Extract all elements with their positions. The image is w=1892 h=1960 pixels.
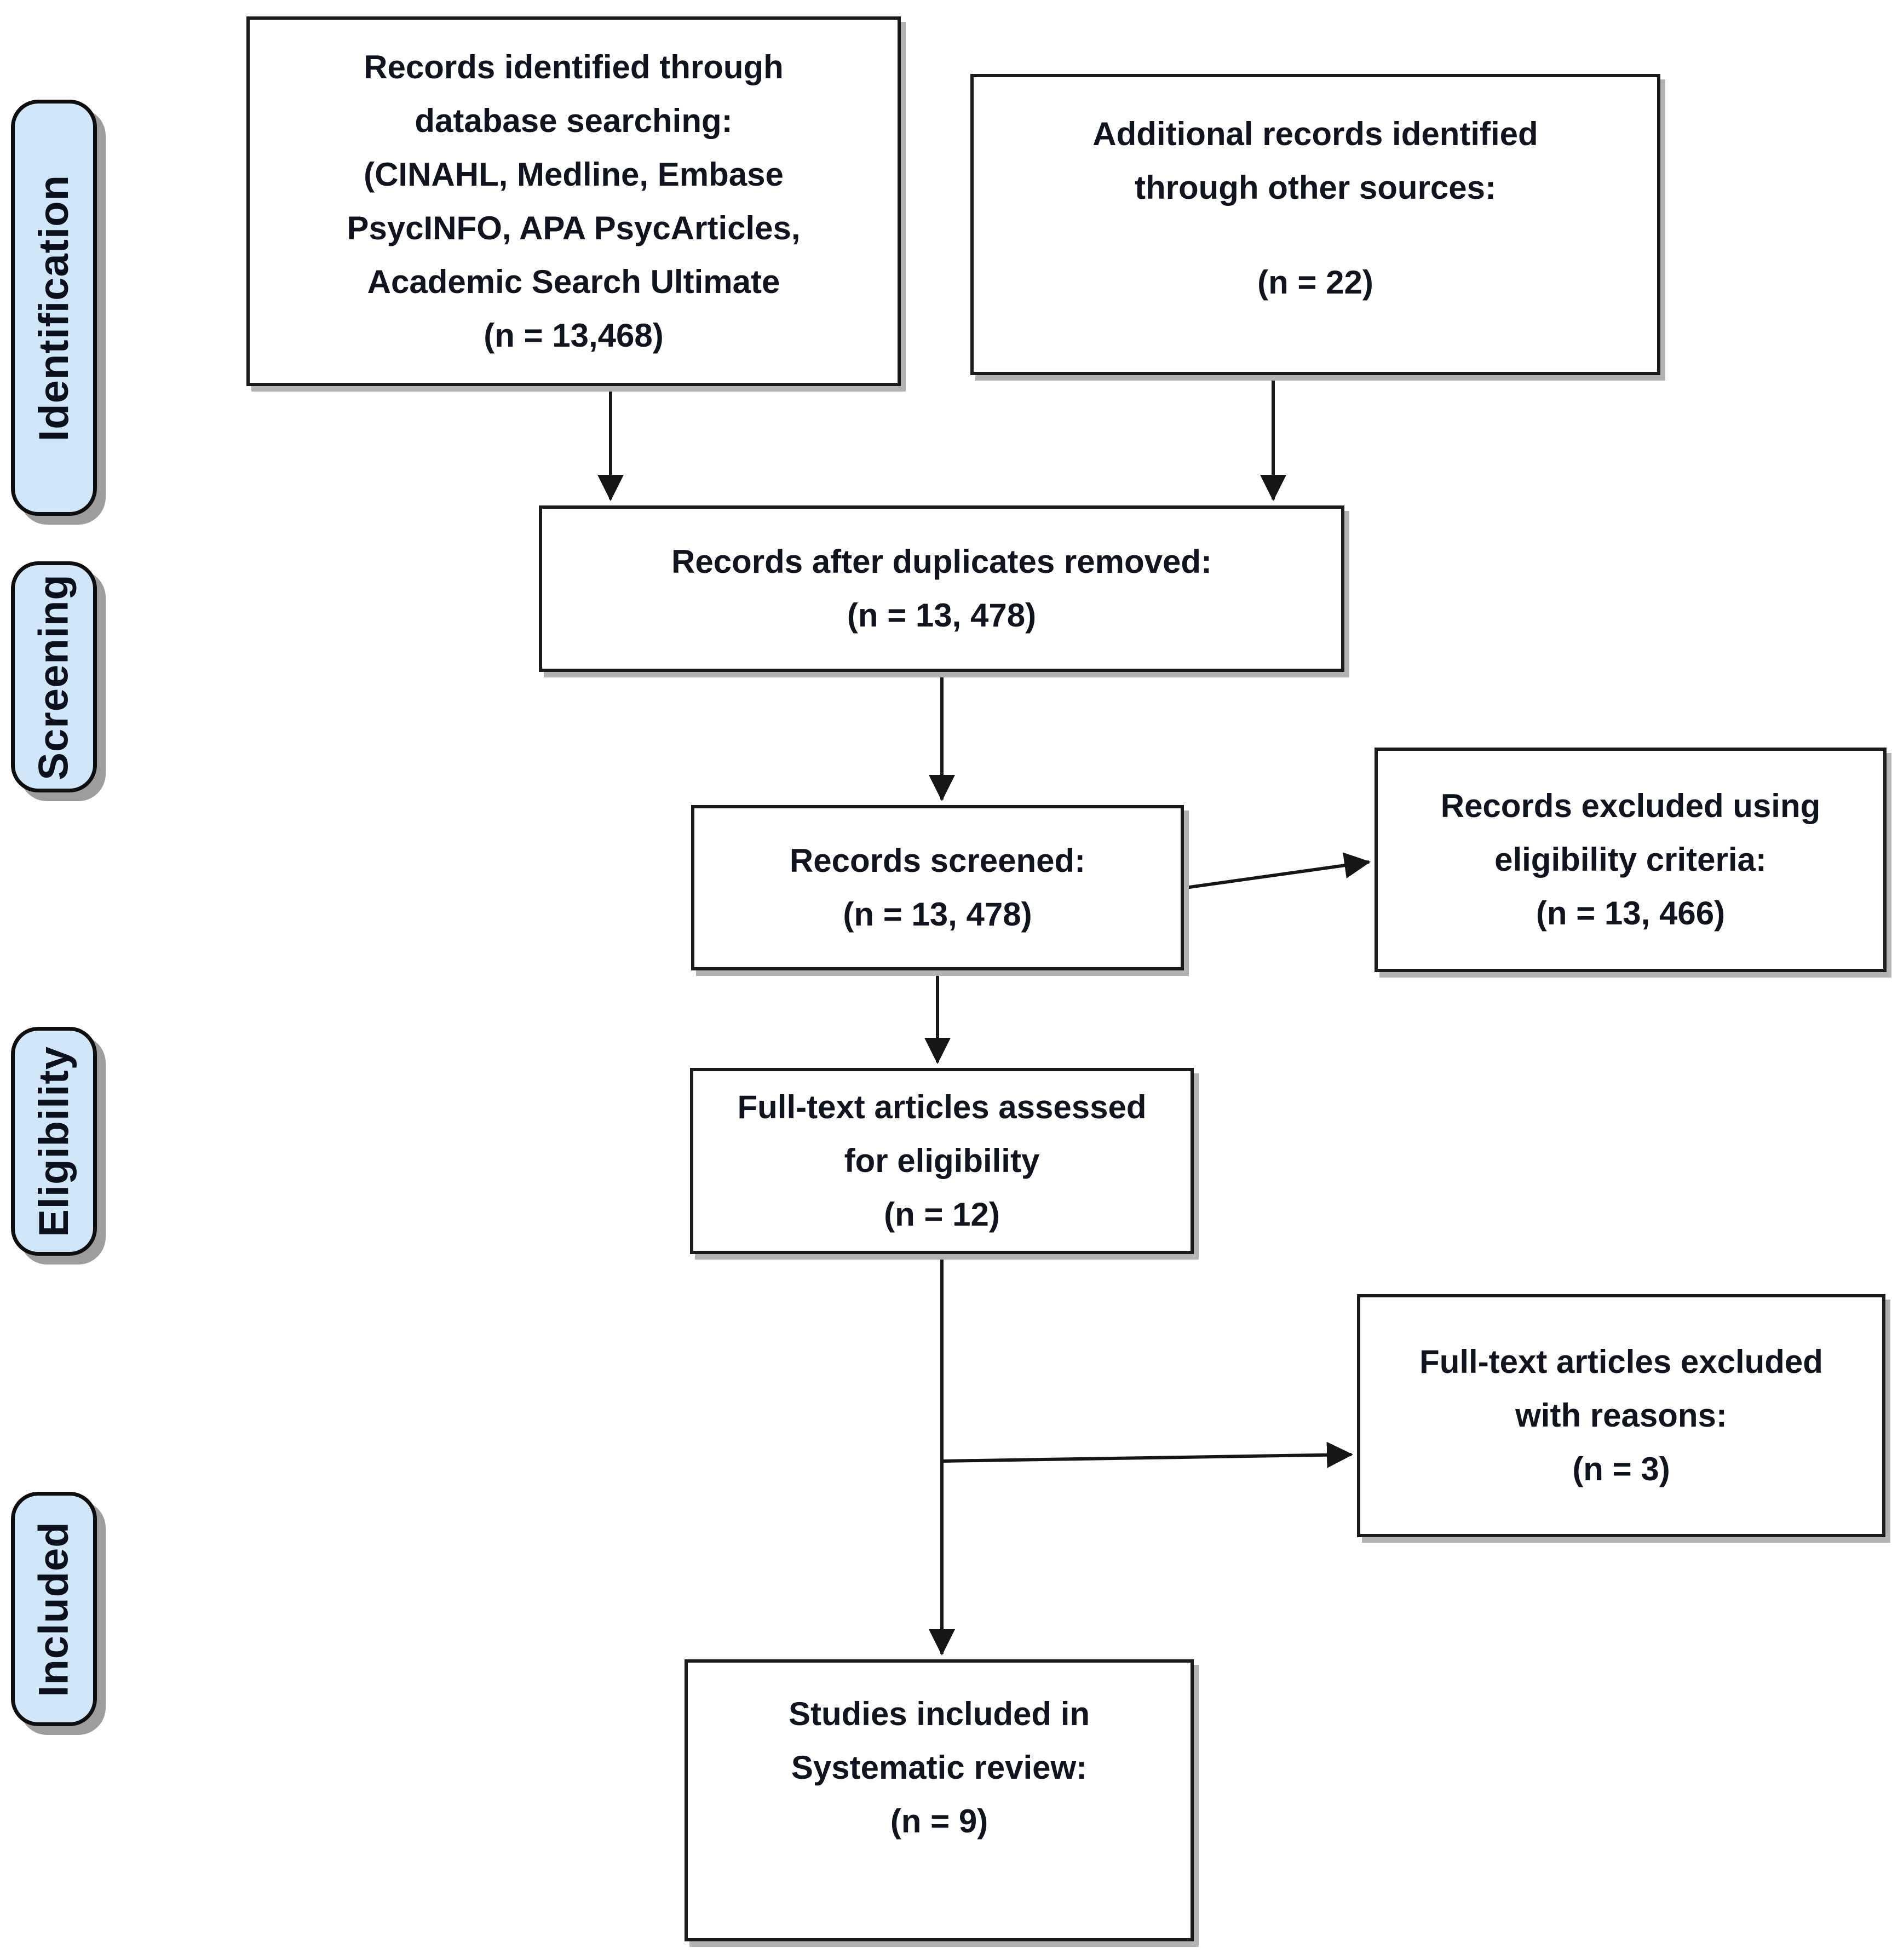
box-studies-included: Studies included in Systematic review: (…	[685, 1659, 1194, 1941]
arrow-fulltext-to-excluded	[941, 1441, 1353, 1468]
box-text-line: Studies included in	[788, 1695, 1090, 1732]
box-text-line: with reasons:	[1515, 1397, 1727, 1434]
box-text-line: Additional records identified	[1092, 116, 1538, 152]
arrow-screened-to-excluded	[1185, 852, 1371, 889]
box-count: (n = 9)	[890, 1803, 988, 1840]
stage-label-screening: Screening	[31, 573, 77, 780]
stage-label-identification: Identification	[31, 174, 78, 441]
box-count: (n = 12)	[884, 1196, 1000, 1233]
box-records-screened: Records screened: (n = 13, 478)	[691, 805, 1184, 970]
box-count: (n = 13, 466)	[1536, 895, 1726, 932]
box-count: (n = 13,468)	[484, 317, 664, 354]
box-text-line: for eligibility	[844, 1142, 1040, 1179]
box-text-line: eligibility criteria:	[1494, 841, 1767, 878]
box-count: (n = 13, 478)	[843, 896, 1032, 933]
box-text-line: Full-text articles assessed	[737, 1089, 1147, 1125]
stage-label-eligibility: Eligibility	[31, 1045, 77, 1237]
stage-bar-eligibility: Eligibility	[11, 1027, 97, 1256]
box-records-identified: Records identified through database sear…	[246, 16, 901, 386]
box-text-line: Records screened:	[789, 842, 1086, 879]
box-count: (n = 3)	[1572, 1451, 1670, 1487]
box-fulltext-assessed: Full-text articles assessed for eligibil…	[690, 1068, 1194, 1254]
box-count: (n = 13, 478)	[847, 597, 1037, 634]
box-additional-records: Additional records identified through ot…	[970, 74, 1660, 375]
box-text-line: (CINAHL, Medline, Embase	[364, 156, 784, 193]
stage-bar-screening: Screening	[11, 561, 97, 792]
box-text-line: PsycINFO, APA PsycArticles,	[347, 209, 801, 246]
box-fulltext-excluded: Full-text articles excluded with reasons…	[1357, 1294, 1885, 1537]
box-duplicates-removed: Records after duplicates removed: (n = 1…	[539, 505, 1344, 672]
box-text-line: through other sources:	[1134, 169, 1497, 206]
stage-bar-identification: Identification	[11, 100, 97, 516]
box-text-line: Records identified through	[364, 48, 784, 85]
box-text-line: Records excluded using	[1440, 788, 1821, 824]
box-text-line: Academic Search Ultimate	[367, 263, 780, 300]
box-text-line: Systematic review:	[791, 1749, 1088, 1786]
box-records-excluded: Records excluded using eligibility crite…	[1375, 748, 1887, 972]
box-text-line: database searching:	[415, 102, 733, 139]
box-count: (n = 22)	[1257, 264, 1373, 301]
stage-label-included: Included	[31, 1521, 77, 1697]
box-text-line: Records after duplicates removed:	[671, 543, 1212, 580]
box-text-line: Full-text articles excluded	[1419, 1343, 1823, 1380]
stage-bar-included: Included	[11, 1492, 97, 1726]
